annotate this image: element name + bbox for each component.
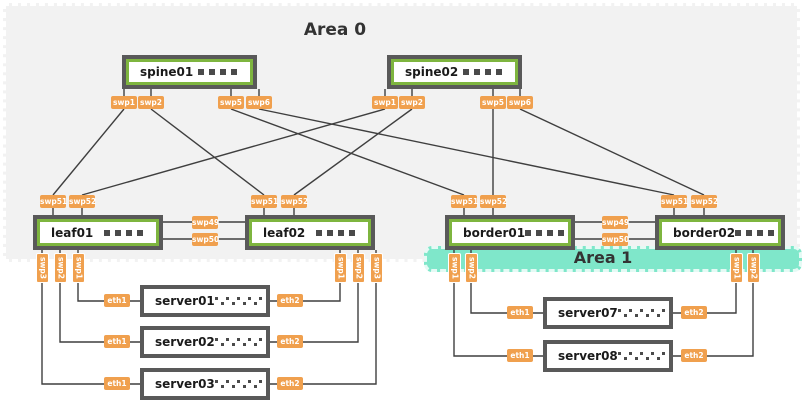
device-spine02-face: spine02 <box>394 62 515 82</box>
server-dots-icon <box>617 309 665 317</box>
nic-server03-eth2: eth2 <box>277 377 303 390</box>
switch-leds-icon <box>198 69 237 75</box>
port-spine01-swp5: swp5 <box>218 96 244 109</box>
port-label-text: swp3 <box>38 257 47 279</box>
device-spine02: spine02 <box>387 55 522 89</box>
port-leaf02-swp3: swp3 <box>370 253 383 283</box>
server-dots-icon <box>617 352 665 360</box>
device-border01: border01 <box>445 215 575 250</box>
device-border01-face: border01 <box>452 222 568 243</box>
server-label: server02 <box>155 335 215 349</box>
port-leaf-peer-swp50: swp50 <box>192 233 220 246</box>
nic-server03-eth1: eth1 <box>104 377 130 390</box>
port-border02-swp2: swp2 <box>747 253 760 283</box>
port-leaf01-swp51: swp51 <box>40 195 68 208</box>
device-leaf02-face: leaf02 <box>252 222 368 243</box>
port-leaf02-swp52: swp52 <box>281 195 309 208</box>
port-label-text: swp2 <box>56 257 65 279</box>
port-border01-swp1: swp1 <box>448 253 461 283</box>
server-label: server03 <box>155 377 215 391</box>
device-leaf01: leaf01 <box>33 215 163 250</box>
nic-server07-eth2: eth2 <box>681 306 707 319</box>
server-server08: server08 <box>543 340 673 372</box>
port-spine02-swp1: swp1 <box>372 96 398 109</box>
port-spine02-swp2: swp2 <box>399 96 425 109</box>
device-label: leaf02 <box>263 225 306 240</box>
server-label: server08 <box>558 349 618 363</box>
port-label-text: swp1 <box>74 257 83 279</box>
nic-server02-eth1: eth1 <box>104 335 130 348</box>
port-label-text: swp2 <box>467 257 476 279</box>
port-spine02-swp5: swp5 <box>480 96 506 109</box>
port-border02-swp51: swp51 <box>661 195 689 208</box>
port-border-peer-swp49: swp49 <box>602 216 630 229</box>
port-border02-swp52: swp52 <box>691 195 719 208</box>
port-label-text: swp1 <box>336 257 345 279</box>
port-leaf02-swp51: swp51 <box>251 195 279 208</box>
switch-leds-icon <box>463 69 502 75</box>
device-label: leaf01 <box>51 225 94 240</box>
device-border02: border02 <box>655 215 785 250</box>
nic-server07-eth1: eth1 <box>507 306 533 319</box>
device-leaf01-face: leaf01 <box>40 222 156 243</box>
server-label: server01 <box>155 294 215 308</box>
device-label: spine01 <box>140 65 194 79</box>
link-leaf02-swp2--server02-eth2 <box>270 283 359 343</box>
server-dots-icon <box>214 297 262 305</box>
nic-server01-eth1: eth1 <box>104 294 130 307</box>
nic-server08-eth2: eth2 <box>681 349 707 362</box>
device-spine01-face: spine01 <box>129 62 250 82</box>
device-label: border01 <box>463 225 526 240</box>
server-dots-icon <box>214 380 262 388</box>
server-dots-icon <box>214 338 262 346</box>
switch-leds-icon <box>316 229 355 236</box>
port-label-text: swp1 <box>450 257 459 279</box>
port-spine01-swp6: swp6 <box>246 96 272 109</box>
port-leaf02-swp1: swp1 <box>334 253 347 283</box>
port-border02-swp1: swp1 <box>730 253 743 283</box>
server-server03: server03 <box>140 368 270 400</box>
server-server02: server02 <box>140 326 270 358</box>
port-spine02-swp6: swp6 <box>507 96 533 109</box>
port-border01-swp52: swp52 <box>480 195 508 208</box>
port-leaf01-swp1: swp1 <box>72 253 85 283</box>
port-leaf01-swp3: swp3 <box>36 253 49 283</box>
port-border-peer-swp50: swp50 <box>602 233 630 246</box>
link-leaf01-swp2--server02-eth1 <box>59 283 140 343</box>
area0-title: Area 0 <box>303 20 367 40</box>
port-leaf01-swp2: swp2 <box>54 253 67 283</box>
link-border02-swp2--server08-eth2 <box>673 283 754 357</box>
port-border01-swp2: swp2 <box>465 253 478 283</box>
nic-server08-eth1: eth1 <box>507 349 533 362</box>
device-leaf02: leaf02 <box>245 215 375 250</box>
server-server07: server07 <box>543 297 673 329</box>
port-label-text: swp2 <box>354 257 363 279</box>
port-leaf-peer-swp49: swp49 <box>192 216 220 229</box>
switch-leds-icon <box>735 229 775 236</box>
port-spine01-swp2: swp2 <box>138 96 164 109</box>
device-label: spine02 <box>405 65 459 79</box>
port-label-text: swp2 <box>749 257 758 279</box>
nic-server01-eth2: eth2 <box>277 294 303 307</box>
port-label-text: swp1 <box>732 257 741 279</box>
nic-server02-eth2: eth2 <box>277 335 303 348</box>
port-leaf01-swp52: swp52 <box>69 195 97 208</box>
port-border01-swp51: swp51 <box>451 195 479 208</box>
device-label: border02 <box>673 225 736 240</box>
port-leaf02-swp2: swp2 <box>352 253 365 283</box>
server-label: server07 <box>558 306 618 320</box>
port-spine01-swp1: swp1 <box>111 96 137 109</box>
area1-title: Area 1 <box>573 248 633 267</box>
server-server01: server01 <box>140 285 270 317</box>
device-border02-face: border02 <box>662 222 778 243</box>
port-label-text: swp3 <box>372 257 381 279</box>
switch-leds-icon <box>525 229 565 236</box>
device-spine01: spine01 <box>122 55 257 89</box>
link-border01-swp1--server08-eth1 <box>453 283 543 357</box>
switch-leds-icon <box>104 229 143 236</box>
